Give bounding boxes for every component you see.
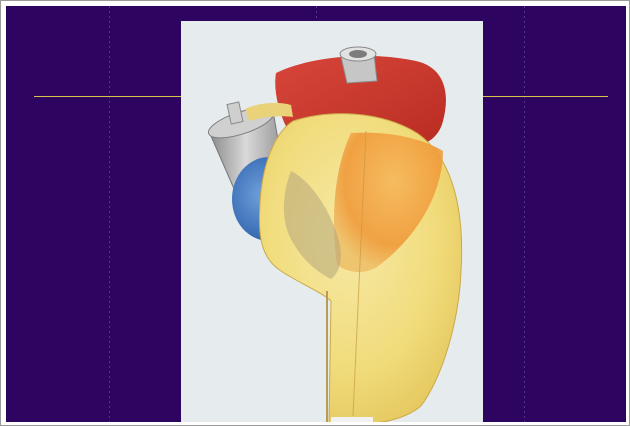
title-rule-right (482, 96, 608, 97)
background-stripe (109, 6, 110, 422)
background-stripe (524, 6, 525, 422)
heart-illustration (181, 21, 483, 422)
base-plug (331, 417, 373, 422)
presentation-slide (6, 6, 626, 422)
heart-illustration-photo (181, 21, 483, 422)
title-rule-left (34, 96, 184, 97)
